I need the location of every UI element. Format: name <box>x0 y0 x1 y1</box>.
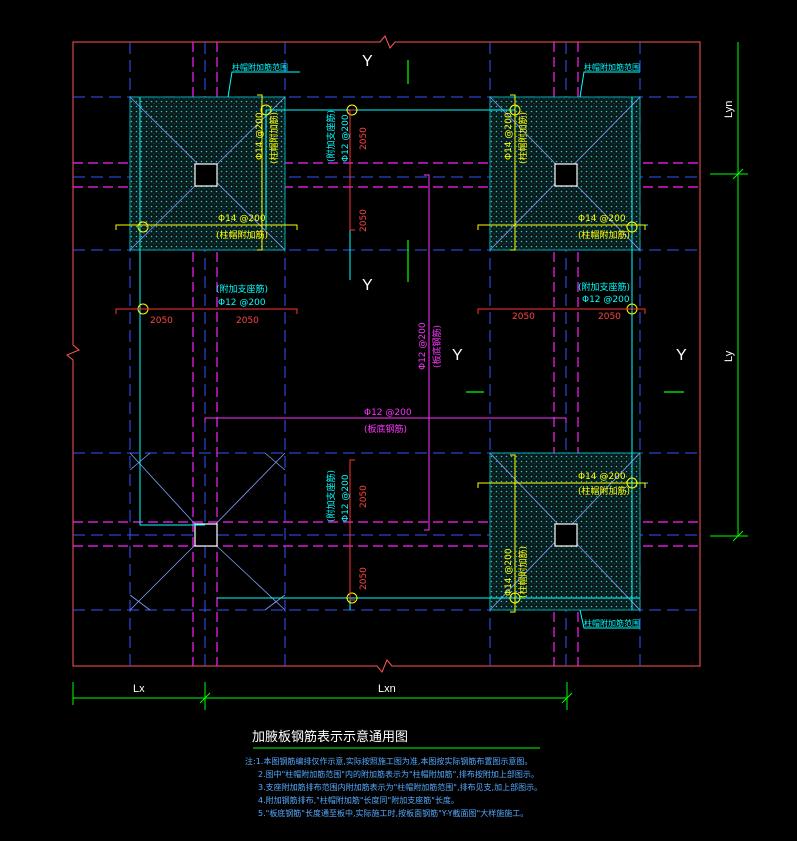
bar-label-tl-h: Φ14 @200 <box>218 214 266 224</box>
support-dim-top-b: 2050 <box>359 209 369 232</box>
support-bar-left: Φ12 @200 <box>218 298 266 308</box>
support-note-bottom: (附加支座筋) <box>325 470 337 522</box>
section-label-top: Y <box>362 53 373 70</box>
section-markers <box>407 60 684 393</box>
section-label-middle: Y <box>362 277 373 294</box>
bar-note-tl-h: (柱帽附加筋) <box>216 229 268 241</box>
note-line-1: 注:1.本图钢筋编排仅作示意,实际按照施工图为准,本图按实际钢筋布置图示意图。 <box>245 756 532 766</box>
support-dim-bottom-a: 2050 <box>359 485 369 508</box>
support-note-right: (附加支座筋) <box>578 281 630 293</box>
bottom-bar-v: Φ12 @200 <box>418 322 428 370</box>
support-dim-left-b: 2050 <box>236 316 259 326</box>
note-line-4: 4.附加钢筋排布,"柱帽附加筋"长度同"附加支座筋"长度。 <box>258 795 459 805</box>
bar-label-tr-h: Φ14 @200 <box>578 214 626 224</box>
axis-label-lxn: Lxn <box>378 683 396 695</box>
bar-note-tr-v: (柱帽附加筋) <box>517 112 529 164</box>
support-bar-top: Φ12 @200 <box>341 114 351 162</box>
column-top-right <box>554 163 578 187</box>
column-bottom-right <box>554 523 578 547</box>
axis-label-ly: Ly <box>723 350 735 362</box>
note-line-2: 2.图中"柱帽附加筋范围"内的附加筋表示为"柱帽附加筋",排布按附加上部图示。 <box>258 769 539 779</box>
axis-label-lyn: Lyn <box>723 101 735 118</box>
columns <box>194 163 578 547</box>
support-note-top: (附加支座筋) <box>325 110 337 162</box>
axis-label-lx: Lx <box>133 683 145 695</box>
support-bar-bottom: Φ12 @200 <box>341 474 351 522</box>
bar-label-br-h: Φ14 @200 <box>578 472 626 482</box>
bar-label-tr-v: Φ14 @200 <box>504 112 514 160</box>
column-top-left <box>194 163 218 187</box>
magenta-bars <box>204 174 567 531</box>
support-dim-bottom-b: 2050 <box>359 567 369 590</box>
bottom-note-h: (板底钢筋) <box>364 423 407 435</box>
section-label-center: Y <box>452 347 463 364</box>
support-dim-right-b: 2050 <box>598 312 621 322</box>
bar-note-br-h: (柱帽附加筋) <box>578 485 630 497</box>
support-dim-left-a: 2050 <box>150 316 173 326</box>
drawing-title: 加腋板钢筋表示示意通用图 <box>252 729 408 745</box>
bar-note-tl-v: (柱帽附加筋) <box>268 112 280 164</box>
zone-leaders <box>227 71 640 629</box>
bottom-bar-h: Φ12 @200 <box>364 408 412 418</box>
bottom-note-v: (板底钢筋) <box>431 325 443 368</box>
note-line-5: 5."板底钢筋"长度通至板中,实际施工时,按板面钢筋"Y-Y截面图"大样施施工。 <box>258 808 528 818</box>
yellow-bars <box>115 94 646 613</box>
zone-label-top-right: 柱帽附加筋范围 <box>584 62 640 72</box>
support-dim-top-a: 2050 <box>359 127 369 150</box>
dimension-lines <box>72 42 748 749</box>
column-bottom-left <box>194 523 218 547</box>
section-label-right: Y <box>676 347 687 364</box>
support-bar-right: Φ12 @200 <box>582 295 630 305</box>
support-dim-right-a: 2050 <box>512 312 535 322</box>
bar-note-tr-h: (柱帽附加筋) <box>578 229 630 241</box>
bar-label-tl-v: Φ14 @200 <box>255 112 265 160</box>
bar-note-br-v: (柱帽附加筋) <box>517 546 529 598</box>
zone-label-top-left: 柱帽附加筋范围 <box>232 62 288 72</box>
red-dim-bars <box>115 109 646 601</box>
note-line-3: 3.支座附加筋排布范围内附加筋表示为"柱帽附加筋范围",排布见支,加上部图示。 <box>258 782 542 792</box>
slab-outline <box>66 35 701 673</box>
zone-label-bottom-right: 柱帽附加筋范围 <box>584 618 640 628</box>
support-note-left: (附加支座筋) <box>216 283 268 295</box>
bar-label-br-v: Φ14 @200 <box>504 548 514 596</box>
